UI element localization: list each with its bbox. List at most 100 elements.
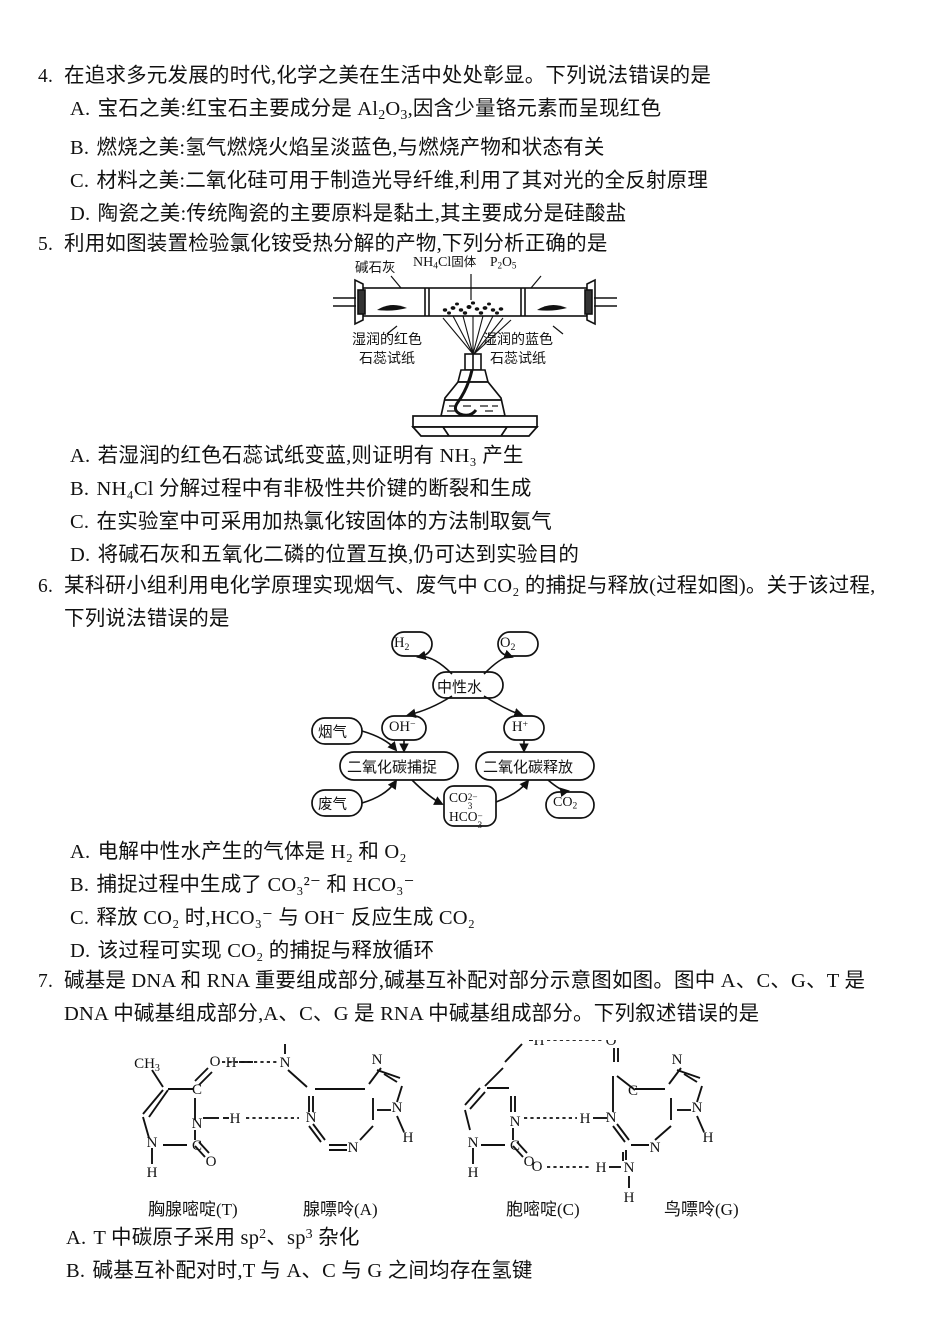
atom-n-adenine-ring1: N (306, 1110, 317, 1126)
option-text: 若湿润的红色石蕊试纸变蓝,则证明有 NH₃ 产生 (97, 445, 524, 467)
flow-node-shapes (311, 631, 595, 827)
option-text: 释放 CO₂ 时,HCO₃⁻ 与 OH⁻ 反应生成 CO₂ (96, 907, 476, 929)
flow-svg (311, 631, 595, 827)
adenine-caption-text: 腺嘌呤(A) (303, 1200, 378, 1219)
question-4-stem: 4. 在追求多元发展的时代,化学之美在生活中处处彰显。下列说法错误的是 (38, 60, 918, 93)
option-label: C. (70, 511, 90, 533)
soda-lime-text: 碱石灰 (355, 260, 396, 275)
atom-n-thymine-mid: N (192, 1116, 203, 1132)
question-6-option-d: D. 该过程可实现 CO₂ 的捕捉与释放循环 (38, 935, 918, 968)
option-label: B. (66, 1259, 86, 1282)
option-label: C. (70, 907, 90, 929)
label-soda-lime: 碱石灰 (355, 256, 396, 276)
red-litmus-line1: 湿润的红色 (352, 331, 422, 347)
question-7-stem-text1: 碱基是 DNA 和 RNA 重要组成部分,碱基互补配对部分示意图如图。图中 A、… (64, 970, 866, 992)
option-text: 燃烧之美:氢气燃烧火焰呈淡蓝色,与燃烧产物和状态有关 (96, 136, 605, 159)
option-text: 陶瓷之美:传统陶瓷的主要原料是黏土,其主要成分是硅酸盐 (97, 202, 627, 225)
option-label: A. (66, 1226, 87, 1249)
subscript-4: 4 (433, 261, 438, 272)
red-litmus-line2: 石蕊试纸 (359, 350, 415, 366)
subscript-2: 2 (497, 260, 503, 271)
base-pairing-figure: CH3 C O N C O N H H H N H (0, 1040, 950, 1219)
option-text-part1: T 中碳原子采用 sp (93, 1226, 260, 1249)
question-6-options: A. 电解中性水产生的气体是 H₂ 和 O₂ B. 捕捉过程中生成了 CO₃²⁻… (38, 836, 918, 968)
question-5-option-d: D. 将碱石灰和五氧化二磷的位置互换,仍可达到实验目的 (38, 539, 918, 572)
superscript-3: 3 (305, 1227, 313, 1242)
atom-c-thymine: C (192, 1082, 202, 1098)
question-5-option-c: C. 在实验室中可采用加热氯化铵固体的方法制取氨气 (38, 506, 918, 539)
atom-h-bridge-cg-3: H (596, 1160, 607, 1176)
cytosine-caption-text: 胞嘧啶(C) (506, 1200, 580, 1219)
option-label: B. (70, 478, 90, 500)
question-6-stem-line2: 下列说法错误的是 (38, 603, 928, 636)
atom-c-guanine: C (628, 1083, 638, 1099)
option-text-mid: 、sp (266, 1226, 306, 1249)
atom-n-guanine-amino: N (624, 1160, 635, 1176)
atom-o-cytosine: O (524, 1154, 535, 1170)
question-4-option-a: A. 宝石之美:红宝石主要成分是 Al2O3,因含少量铬元素而呈现红色 (70, 98, 662, 123)
question-5-option-a: A. 若湿润的红色石蕊试纸变蓝,则证明有 NH₃ 产生 (38, 440, 918, 473)
question-7-option-a: A. T 中碳原子采用 sp2、sp3 杂化 (38, 1218, 918, 1255)
atom-c-thymine-lower: C (192, 1138, 202, 1154)
option-label: A. (70, 841, 91, 863)
atom-o-thymine-top: O (210, 1054, 221, 1070)
question-5-option-b: B. NH₄Cl 分解过程中有非极性共价键的断裂和生成 (38, 473, 918, 506)
label-nh4cl-solid: NH4Cl固体 (413, 251, 476, 272)
atom-o-thymine-bottom: O (206, 1154, 217, 1170)
option-text: NH₄Cl 分解过程中有非极性共价键的断裂和生成 (96, 478, 532, 500)
atom-n-adenine-amino: N (280, 1055, 291, 1071)
option-label: A. (70, 445, 91, 467)
atom-n-guanine-imid2: N (692, 1100, 703, 1116)
nh4cl-cl: Cl (438, 255, 452, 270)
label-leader-lines (386, 274, 564, 335)
question-6: 6. 某科研小组利用电化学原理实现烟气、废气中 CO₂ 的捕捉与释放(过程如图)… (38, 570, 928, 636)
question-4-option-b: B. 燃烧之美:氢气燃烧火焰呈淡蓝色,与燃烧产物和状态有关 (38, 132, 918, 165)
subscript-3: 3 (400, 107, 408, 123)
option-label: C. (70, 169, 90, 192)
lamp-liquid (447, 405, 498, 412)
atom-h-bridge-ta-1: H (226, 1055, 237, 1071)
caption-guanine: 鸟嘌呤(G) (664, 1195, 739, 1220)
question-6-stem-line1: 6. 某科研小组利用电化学原理实现烟气、废气中 CO₂ 的捕捉与释放(过程如图)… (38, 570, 928, 603)
atom-o-guanine-top: O (606, 1040, 617, 1049)
superscript-2: 2 (259, 1227, 267, 1242)
question-7-number: 7. (38, 971, 54, 992)
question-7-options: A. T 中碳原子采用 sp2、sp3 杂化 B. 碱基互补配对时,T 与 A、… (38, 1218, 918, 1288)
cytosine-skeleton (464, 1043, 528, 1164)
subscript-5: 5 (511, 260, 517, 271)
option-text: 碱基互补配对时,T 与 A、C 与 G 之间均存在氢键 (92, 1259, 533, 1282)
atom-h-bridge-cg-1: H (534, 1040, 545, 1049)
subscript-2: 2 (378, 107, 386, 123)
adenine-skeleton (287, 1067, 405, 1151)
option-text: 在实验室中可采用加热氯化铵固体的方法制取氨气 (96, 511, 552, 533)
atom-h-cytosine: H (468, 1165, 479, 1181)
nh4cl-solid (442, 301, 504, 315)
base-pair-svg: CH3 C O N C O N H H H N H (134, 1040, 714, 1206)
caption-thymine: 胸腺嘧啶(T) (148, 1195, 238, 1220)
atom-n-guanine-imid1: N (672, 1052, 683, 1068)
thymine-skeleton (142, 1067, 219, 1164)
guanine-caption-text: 鸟嘌呤(G) (664, 1200, 739, 1219)
option-label: B. (70, 874, 90, 896)
label-p2o5: P2O5 (490, 254, 516, 271)
question-5-stem: 5. 利用如图装置检验氯化铵受热分解的产物,下列分析正确的是 (38, 228, 918, 261)
question-7-stem-line2: DNA 中碱基组成部分,A、C、G 是 RNA 中碱基组成部分。下列叙述错误的是 (38, 998, 938, 1031)
atom-n-cytosine-amino: N (520, 1040, 531, 1042)
thymine-caption-text: 胸腺嘧啶(T) (148, 1200, 238, 1219)
option-text-part2: 杂化 (312, 1226, 360, 1249)
question-4-option-c: C. 材料之美:二氧化硅可用于制造光导纤维,利用了其对光的全反射原理 (38, 165, 918, 198)
question-4-option-d: D. 陶瓷之美:传统陶瓷的主要原料是黏土,其主要成分是硅酸盐 (38, 198, 918, 231)
reagent-deposits (377, 304, 567, 311)
question-6-stem-text2: 下列说法错误的是 (64, 608, 230, 630)
atom-n-adenine-imid2: N (392, 1100, 403, 1116)
blue-litmus-line1: 湿润的蓝色 (483, 331, 553, 347)
atom-o-cytosine-bond: O (532, 1159, 543, 1175)
atom-h-thymine: H (147, 1165, 158, 1181)
question-6-option-b: B. 捕捉过程中生成了 CO₃²⁻ 和 HCO₃⁻ (38, 869, 918, 902)
atom-h-bridge-cg-2: H (580, 1111, 591, 1127)
burner-wick (456, 353, 490, 383)
atom-n-adenine-ring2: N (348, 1140, 359, 1156)
question-7: 7. 碱基是 DNA 和 RNA 重要组成部分,碱基互补配对部分示意图如图。图中… (38, 965, 938, 1031)
question-6-option-a: A. 电解中性水产生的气体是 H₂ 和 O₂ (38, 836, 918, 869)
option-label: D. (70, 544, 91, 566)
